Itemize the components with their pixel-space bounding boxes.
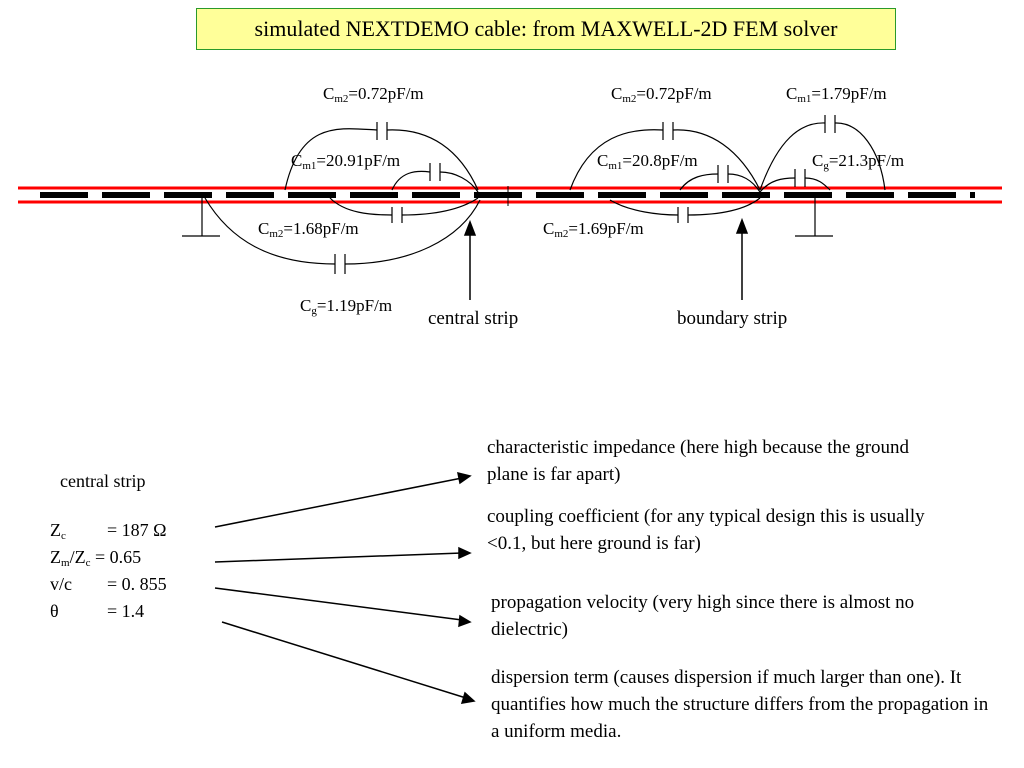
cap-label-left-cm2-top: Cm2=0.72pF/m	[323, 84, 424, 105]
slide-title: simulated NEXTDEMO cable: from MAXWELL-2…	[196, 8, 896, 50]
explanation-coupling: coupling coefficient (for any typical de…	[487, 506, 925, 554]
params-heading: central strip	[60, 471, 146, 491]
explanation-dispersion: dispersion term (causes dispersion if mu…	[491, 667, 989, 742]
explanation-impedance: characteristic impedance (here high beca…	[487, 437, 910, 485]
cable-cross-section	[18, 186, 1002, 206]
cap-label-right-cm2-top: Cm2=0.72pF/m	[611, 84, 712, 105]
strip-pointer-arrows	[463, 217, 749, 300]
left-capacitor-arcs	[182, 122, 481, 274]
right-capacitor-arcs	[569, 115, 886, 237]
cap-label-left-cg: Cg=1.19pF/m	[300, 296, 393, 317]
param-zm-zc: Zm/Zc = 0.65	[50, 547, 142, 569]
explanation-arrows	[214, 471, 476, 704]
cap-label-right-cm1-top: Cm1=1.79pF/m	[786, 84, 887, 105]
cap-label-right-cm1: Cm1=20.8pF/m	[597, 151, 698, 172]
param-zc: Zc= 187 Ω	[50, 520, 167, 542]
cap-label-left-cm1: Cm1=20.91pF/m	[291, 151, 401, 172]
cap-label-left-cm2-bottom: Cm2=1.68pF/m	[258, 219, 359, 240]
explanation-velocity: propagation velocity (very high since th…	[491, 592, 915, 640]
central-strip-label: central strip	[428, 308, 519, 329]
param-theta: θ= 1.4	[50, 601, 145, 621]
cap-label-right-cg: Cg=21.3pF/m	[812, 151, 905, 172]
cap-label-right-cm2-bottom: Cm2=1.69pF/m	[543, 219, 644, 240]
param-vc: v/c= 0. 855	[50, 574, 167, 594]
boundary-strip-label: boundary strip	[677, 308, 788, 329]
